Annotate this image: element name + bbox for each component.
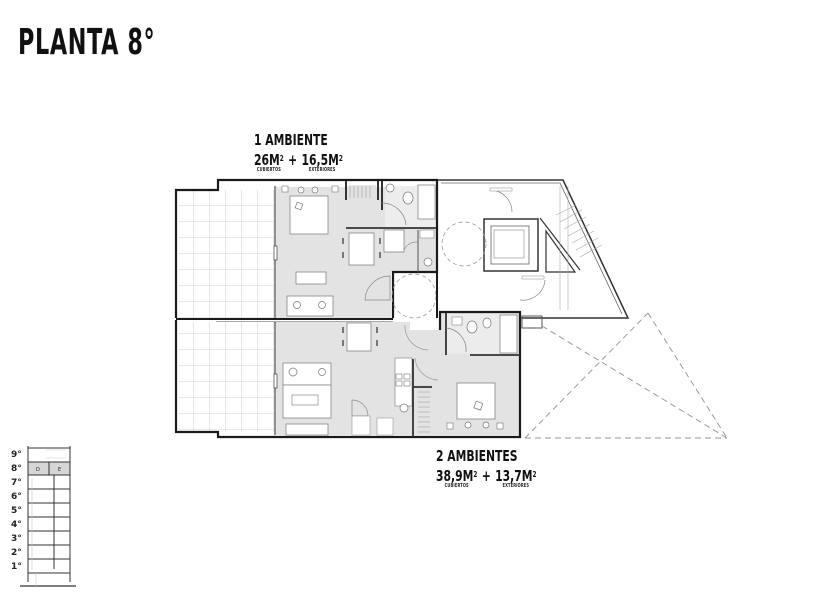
building-key: D E <box>20 446 76 587</box>
bathtub-icon <box>417 184 436 220</box>
turning-circle <box>391 273 437 319</box>
unit-2-name: 2 AMBIENTES <box>436 447 518 465</box>
unit-2-plan <box>174 310 522 439</box>
unit-2-area: 38,9M2 CUBIERTOS + 13,7M2 EXTERIORES <box>436 467 537 490</box>
unit-1-plan <box>174 178 439 323</box>
floor-label-4: 4° <box>11 520 22 530</box>
unit-2-covered-label: CUBIERTOS <box>444 483 469 489</box>
unit-2-label: 2 AMBIENTES 38,9M2 CUBIERTOS + 13,7M2 EX… <box>436 447 576 489</box>
unit-1-area: 26M2 CUBIERTOS + 16,5M2 EXTERIORES <box>254 151 343 174</box>
unit-1-exterior-area: 16,5M <box>301 151 339 169</box>
unit-1-name: 1 AMBIENTE <box>254 131 328 149</box>
unit-1-terrace <box>178 190 274 318</box>
unit-tag-e: E <box>58 467 61 473</box>
floor-label-1: 1° <box>11 562 22 572</box>
sofa-icon <box>286 295 334 317</box>
unit-2-exterior-area: 13,7M <box>495 467 533 485</box>
floor-label-9: 9° <box>11 450 22 460</box>
floor-label-3: 3° <box>11 534 22 544</box>
unit-1-exterior-sup: 2 <box>338 154 343 163</box>
dining-table-icon <box>348 232 375 266</box>
unit-tag-d: D <box>36 467 40 473</box>
toilet-icon <box>385 183 395 193</box>
void-area <box>524 312 728 439</box>
unit-1-covered-area: 26M <box>254 151 280 169</box>
floor-label-5: 5° <box>11 506 22 516</box>
page-title: PLANTA 8° <box>18 22 156 63</box>
elevator-shaft <box>483 218 539 272</box>
floor-label-6: 6° <box>11 492 22 502</box>
bed-icon <box>289 195 329 235</box>
unit-2-exterior-sup: 2 <box>532 470 537 479</box>
turning-circle <box>441 221 487 267</box>
unit-1-label: 1 AMBIENTE 26M2 CUBIERTOS + 16,5M2 EXTER… <box>254 131 377 173</box>
unit-2-plus: + <box>481 467 491 485</box>
unit-2-covered-area: 38,9M <box>436 467 474 485</box>
unit-2-exterior-label: EXTERIORES <box>502 483 530 489</box>
floor-label-8: 8° <box>11 464 22 474</box>
unit-1-covered-sup: 2 <box>279 154 284 163</box>
common-core <box>391 179 630 329</box>
unit-1-plus: + <box>288 151 298 169</box>
unit-1-exterior-label: EXTERIORES <box>308 167 336 173</box>
floor-label-2: 2° <box>11 548 22 558</box>
unit-2-covered-sup: 2 <box>473 470 478 479</box>
unit-2-terrace <box>178 322 274 432</box>
floor-label-7: 7° <box>11 478 22 488</box>
unit-1-covered-label: CUBIERTOS <box>256 167 281 173</box>
